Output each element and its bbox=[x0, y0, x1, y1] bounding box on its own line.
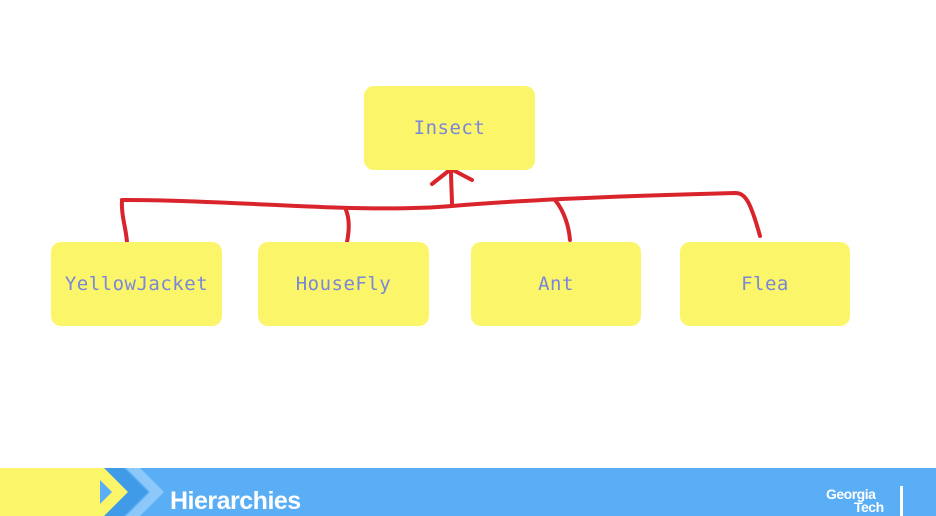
footer-accent bbox=[0, 468, 100, 516]
chevron-light-icon bbox=[126, 468, 164, 516]
logo-line1: Georgia bbox=[826, 486, 876, 502]
node-ant: Ant bbox=[471, 242, 641, 326]
tower-icon bbox=[900, 486, 903, 516]
connector-drop-yellowjacket bbox=[119, 198, 129, 244]
chevron-blue-icon bbox=[104, 468, 148, 516]
node-label: HouseFly bbox=[295, 273, 392, 295]
node-label: Ant bbox=[538, 273, 574, 295]
node-label: Insect bbox=[413, 117, 486, 139]
footer-title: Hierarchies bbox=[170, 487, 301, 515]
georgia-tech-logo: Georgia Tech bbox=[826, 486, 912, 516]
node-flea: Flea bbox=[680, 242, 850, 326]
connector-drop-ant bbox=[553, 198, 572, 242]
node-insect: Insect bbox=[364, 86, 535, 170]
connector-stem bbox=[449, 168, 454, 208]
connector-drop-housefly bbox=[344, 208, 351, 244]
logo-line2: Tech bbox=[854, 499, 884, 515]
node-yellowjacket: YellowJacket bbox=[51, 242, 222, 326]
arrowhead-icon bbox=[430, 167, 474, 186]
footer-chevrons bbox=[88, 468, 164, 516]
connector-horizontal bbox=[120, 191, 762, 238]
footer-band: Hierarchies bbox=[0, 468, 936, 516]
node-label: YellowJacket bbox=[64, 273, 209, 295]
node-label: Flea bbox=[741, 273, 789, 295]
node-housefly: HouseFly bbox=[258, 242, 429, 326]
